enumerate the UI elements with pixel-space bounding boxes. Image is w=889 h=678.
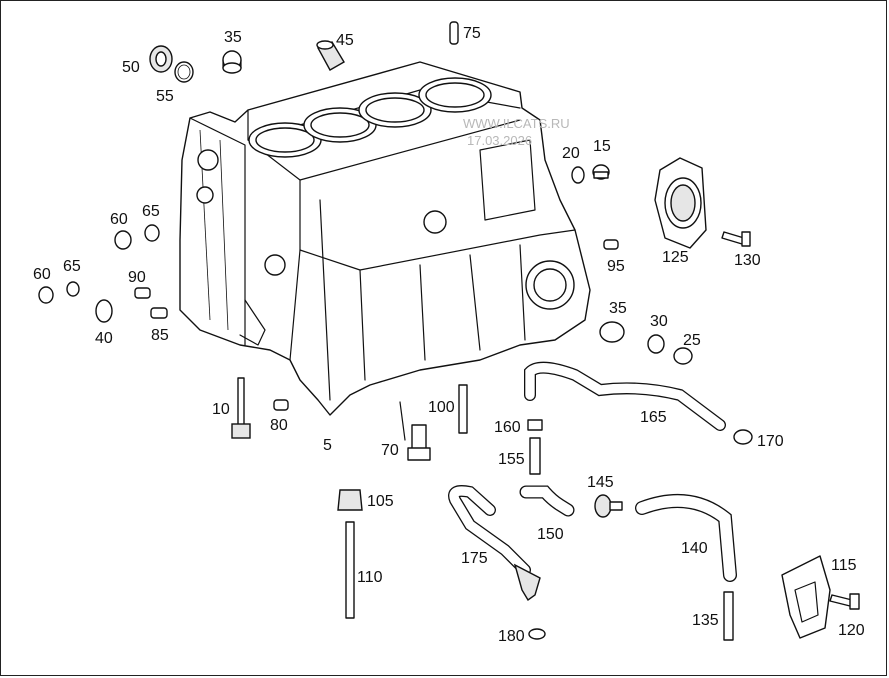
label-5: 5 xyxy=(323,437,332,454)
label-115: 115 xyxy=(831,557,857,574)
part-35-plug-top[interactable] xyxy=(222,50,242,74)
part-100-tube[interactable] xyxy=(458,384,468,434)
part-105-valve[interactable] xyxy=(337,489,363,511)
part-65-ring-a[interactable] xyxy=(144,224,160,242)
label-60-b: 60 xyxy=(33,266,51,283)
label-120: 120 xyxy=(838,622,865,639)
label-80: 80 xyxy=(270,417,288,434)
label-65-b: 65 xyxy=(63,258,81,275)
label-45: 45 xyxy=(336,32,354,49)
label-10: 10 xyxy=(212,401,230,418)
part-110-rod[interactable] xyxy=(345,521,355,619)
engine-block[interactable] xyxy=(179,61,591,416)
label-50: 50 xyxy=(122,59,140,76)
label-90: 90 xyxy=(128,269,146,286)
label-155: 155 xyxy=(498,451,525,468)
part-60-plug-b[interactable] xyxy=(38,286,54,304)
part-10-bolt[interactable] xyxy=(231,377,251,439)
watermark-date: 17.03.2026 xyxy=(467,133,532,148)
part-160-cap[interactable] xyxy=(527,419,543,431)
part-70-sensor[interactable] xyxy=(399,401,431,461)
part-75-dowel[interactable] xyxy=(449,21,459,45)
part-130-bolt[interactable] xyxy=(721,231,751,247)
label-100: 100 xyxy=(428,399,455,416)
label-125: 125 xyxy=(662,249,689,266)
label-150: 150 xyxy=(537,526,564,543)
label-160: 160 xyxy=(494,419,521,436)
label-70: 70 xyxy=(381,442,399,459)
part-145-valve[interactable] xyxy=(594,494,623,518)
part-15-plug[interactable] xyxy=(592,164,610,180)
label-165: 165 xyxy=(640,409,667,426)
label-25: 25 xyxy=(683,332,701,349)
label-180: 180 xyxy=(498,628,525,645)
label-135: 135 xyxy=(692,612,719,629)
part-85-dowel[interactable] xyxy=(150,307,168,319)
part-20-plug[interactable] xyxy=(571,166,585,184)
label-30: 30 xyxy=(650,313,668,330)
label-85: 85 xyxy=(151,327,169,344)
part-65-ring-b[interactable] xyxy=(66,281,80,297)
part-165-hose[interactable] xyxy=(524,361,726,431)
part-60-plug-a[interactable] xyxy=(114,230,132,250)
label-110: 110 xyxy=(357,569,383,586)
label-95: 95 xyxy=(607,258,625,275)
label-105: 105 xyxy=(367,493,394,510)
label-170: 170 xyxy=(757,433,784,450)
part-125-seal-carrier[interactable] xyxy=(654,157,707,249)
label-140: 140 xyxy=(681,540,708,557)
label-75: 75 xyxy=(463,25,481,42)
part-45-pin[interactable] xyxy=(316,40,345,71)
part-180-ring[interactable] xyxy=(528,628,546,640)
label-55: 55 xyxy=(156,88,174,105)
part-40-sleeve[interactable] xyxy=(95,299,113,323)
part-80-dowel[interactable] xyxy=(273,399,289,411)
label-15: 15 xyxy=(593,138,611,155)
label-130: 130 xyxy=(734,252,761,269)
part-30-ring[interactable] xyxy=(647,334,665,354)
label-60-a: 60 xyxy=(110,211,128,228)
part-120-bolt[interactable] xyxy=(829,593,860,610)
label-175: 175 xyxy=(461,550,488,567)
label-35-right: 35 xyxy=(609,300,627,317)
part-95-dowel[interactable] xyxy=(603,239,619,250)
part-115-cover[interactable] xyxy=(781,555,831,639)
part-25-plug[interactable] xyxy=(673,347,693,365)
part-150-elbow[interactable] xyxy=(519,485,575,517)
part-155-tube[interactable] xyxy=(529,437,541,475)
part-135-tube[interactable] xyxy=(723,591,734,641)
watermark-site: WWW.ILCATS.RU xyxy=(463,116,570,131)
label-40: 40 xyxy=(95,330,113,347)
part-90-dowel[interactable] xyxy=(134,287,151,299)
label-145: 145 xyxy=(587,474,614,491)
label-65-a: 65 xyxy=(142,203,160,220)
label-35-top: 35 xyxy=(224,29,242,46)
part-140-hose[interactable] xyxy=(635,493,737,582)
label-20: 20 xyxy=(562,145,580,162)
part-170-clamp[interactable] xyxy=(733,429,753,445)
part-55-ring[interactable] xyxy=(174,61,194,83)
part-175-hose[interactable] xyxy=(448,485,541,602)
part-35-sleeve[interactable] xyxy=(599,321,625,343)
part-50-seal[interactable] xyxy=(149,45,173,73)
